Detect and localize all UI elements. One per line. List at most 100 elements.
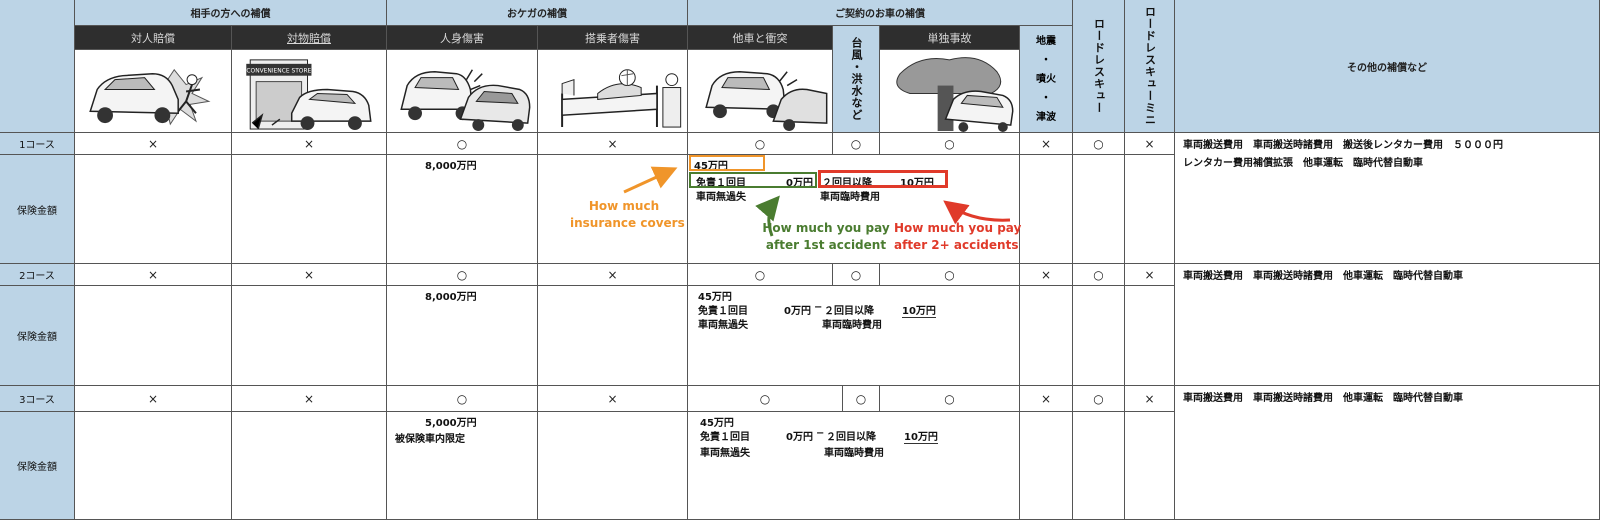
row1-other-line2: レンタカー費用補償拡張 他車運転 臨時代替自動車 [1183, 158, 1423, 169]
row1-mark-collision: ○ [688, 133, 833, 155]
highlight-first-accident-box [689, 172, 817, 188]
row2-mark-collision: ○ [688, 264, 833, 286]
row2-deductible-later: ２回目以降 [824, 306, 874, 317]
row3-amount-roadrescue-mini [1125, 412, 1175, 520]
col-header-single-accident: 単独事故 [880, 26, 1020, 50]
row1-mark-roadrescue-mini: × [1125, 133, 1175, 155]
row2-temp-cost: 車両臨時費用 [822, 320, 882, 331]
row1-amount-passenger [538, 155, 688, 264]
annotation-covers: How much insurance covers [570, 198, 685, 232]
row2-no-fault: 車両無過失 [698, 320, 748, 331]
row3-mark-typhoon: ○ [843, 386, 880, 412]
col-header-bodily-liability: 対人賠償 [75, 26, 232, 50]
row2-amount-bodily [75, 286, 232, 386]
row2-deductible-first-amount: 0万円 [784, 306, 811, 317]
row2-mark-property: × [232, 264, 387, 286]
row3-deductible-first-amount: 0万円 [786, 432, 813, 443]
group-roadrescue: ロードレスキュー [1073, 0, 1125, 133]
row2-mark-earthquake: × [1020, 264, 1073, 286]
row1-amount-label: 保険金額 [0, 155, 75, 264]
row2-other-coverage: 車両搬送費用 車両搬送時諸費用 他車運転 臨時代替自動車 [1175, 264, 1600, 386]
row1-deductible-later: ２回目以降 [822, 178, 872, 189]
row1-temp-cost: 車両臨時費用 [820, 192, 880, 203]
row2-amount-personal-injury: 8,000万円 [387, 286, 538, 386]
row2-amount-roadrescue [1073, 286, 1125, 386]
row1-mark-single: ○ [880, 133, 1020, 155]
row3-mark-personal-injury: ○ [387, 386, 538, 412]
group-roadrescue-mini: ロードレスキューミニ [1125, 0, 1175, 133]
row1-injury-amount: 8,000万円 [425, 161, 477, 172]
col-header-typhoon-flood: 台風・洪水など [833, 26, 880, 133]
row3-other-coverage: 車両搬送費用 車両搬送時諸費用 他車運転 臨時代替自動車 [1175, 386, 1600, 520]
col-header-passenger-injury: 搭乗者傷害 [538, 26, 688, 50]
earthquake-dot-2: ・ [1041, 92, 1051, 104]
annotation-later-line1: How much you pay [894, 221, 1022, 235]
row3-mark-bodily: × [75, 386, 232, 412]
row3-car-amount: 45万円 [700, 418, 734, 429]
group-other: その他の補償など [1175, 0, 1600, 133]
illustration-hospital-bed [538, 50, 688, 133]
row1-amount-bodily [75, 155, 232, 264]
row3-deductible-first: 免責１回目 [700, 432, 750, 443]
row3-mark-collision: ○ [688, 386, 843, 412]
row2-deductible-sep: − [814, 302, 823, 313]
row2-deductible-later-amount: 10万円 [902, 302, 936, 318]
illustration-car-hits-store: CONVENIENCE STORE [232, 50, 387, 133]
row2-mark-single: ○ [880, 264, 1020, 286]
row1-mark-property: × [232, 133, 387, 155]
row2-car-amount: 45万円 [698, 292, 732, 303]
illustration-car-hits-person [75, 50, 232, 133]
group-third-party: 相手の方への補償 [75, 0, 387, 26]
row2-course-label: 2コース [0, 264, 75, 286]
earthquake-dot-1: ・ [1041, 54, 1051, 66]
row3-mark-single: ○ [880, 386, 1020, 412]
row1-mark-personal-injury: ○ [387, 133, 538, 155]
row3-amount-bodily [75, 412, 232, 520]
row3-mark-property: × [232, 386, 387, 412]
row1-mark-typhoon: ○ [833, 133, 880, 155]
annotation-covers-line1: How much [588, 199, 660, 213]
row2-mark-passenger: × [538, 264, 688, 286]
row3-injury-amount: 5,000万円 [425, 418, 477, 429]
row3-mark-roadrescue-mini: × [1125, 386, 1175, 412]
row2-amount-property [232, 286, 387, 386]
annotation-first-accident: How much you pay after 1st accident [762, 220, 890, 254]
row1-amount-car: 45万円 免責１回目 0万円 ２回目以降 10万円 車両無過失 車両臨時費用 [688, 155, 1020, 264]
row1-mark-roadrescue: ○ [1073, 133, 1125, 155]
row1-course-label: 1コース [0, 133, 75, 155]
row1-mark-bodily: × [75, 133, 232, 155]
row3-amount-personal-injury: 5,000万円 被保険車内限定 [387, 412, 538, 520]
col-header-earthquake: 地震 ・ 噴火 ・ 津波 [1020, 26, 1073, 133]
col-header-personal-injury: 人身傷害 [387, 26, 538, 50]
row1-deductible-first-amount: 0万円 [786, 178, 813, 189]
row3-amount-roadrescue [1073, 412, 1125, 520]
row3-mark-roadrescue: ○ [1073, 386, 1125, 412]
row2-amount-earthquake [1020, 286, 1073, 386]
row2-mark-personal-injury: ○ [387, 264, 538, 286]
corner-header-cell [0, 0, 75, 133]
row2-amount-roadrescue-mini [1125, 286, 1175, 386]
row2-mark-roadrescue: ○ [1073, 264, 1125, 286]
row3-deductible-later: ２回目以降 [826, 432, 876, 443]
row2-mark-bodily: × [75, 264, 232, 286]
row1-car-amount: 45万円 [694, 161, 728, 172]
earthquake-label: 地震 [1036, 35, 1056, 47]
eruption-label: 噴火 [1036, 73, 1056, 85]
row3-other-line1: 車両搬送費用 車両搬送時諸費用 他車運転 臨時代替自動車 [1183, 393, 1463, 404]
annotation-first-line1: How much you pay [762, 221, 890, 235]
row3-mark-earthquake: × [1020, 386, 1073, 412]
row1-other-line1: 車両搬送費用 車両搬送時諸費用 搬送後レンタカー費用 ５０００円 [1183, 140, 1503, 151]
row2-other-line1: 車両搬送費用 車両搬送時諸費用 他車運転 臨時代替自動車 [1183, 271, 1463, 282]
row3-temp-cost: 車両臨時費用 [824, 448, 884, 459]
row2-amount-passenger [538, 286, 688, 386]
row1-deductible-first: 免責１回目 [696, 178, 746, 189]
tsunami-label: 津波 [1036, 111, 1056, 123]
illustration-car-hits-tree [880, 50, 1020, 133]
row3-amount-passenger [538, 412, 688, 520]
row2-amount-car: 45万円 免責１回目 0万円 − ２回目以降 10万円 車両無過失 車両臨時費用 [688, 286, 1020, 386]
row3-amount-property [232, 412, 387, 520]
row1-mark-earthquake: × [1020, 133, 1073, 155]
annotation-later-line2: after 2+ accidents [894, 238, 1019, 252]
row3-deductible-later-amount: 10万円 [904, 428, 938, 444]
